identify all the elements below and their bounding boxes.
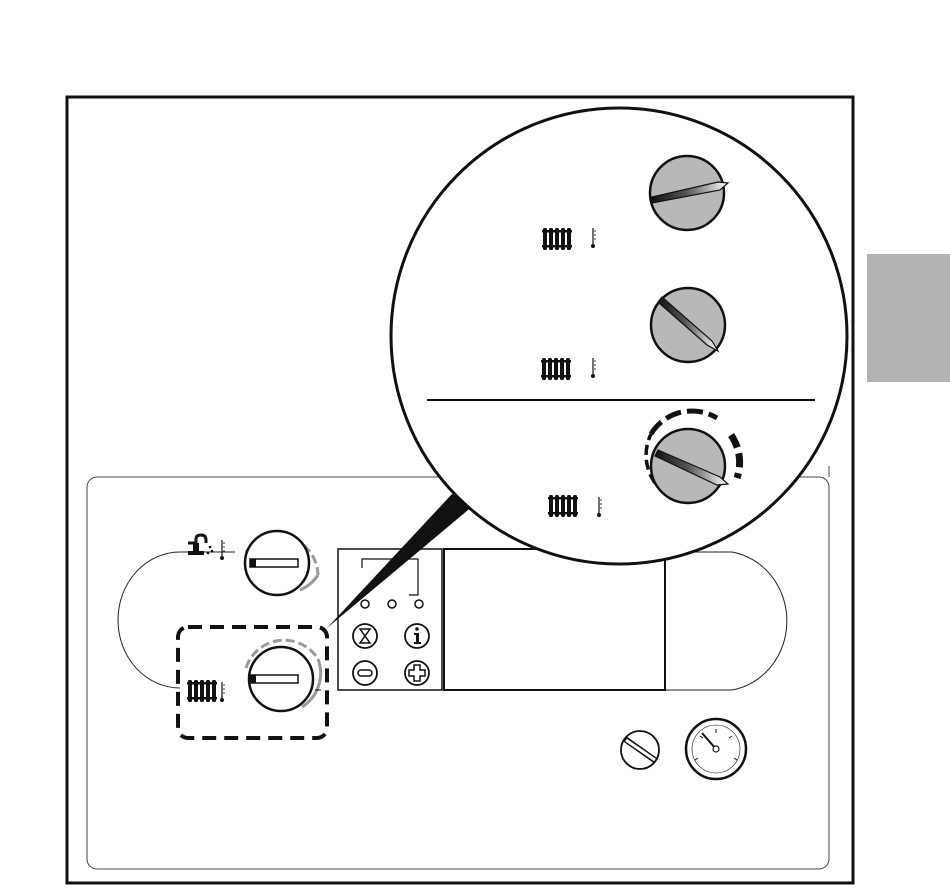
zoom-circle: [391, 108, 847, 564]
zoom-middle-knob: [651, 288, 725, 362]
small-knob: [621, 731, 659, 769]
info-button[interactable]: [405, 624, 429, 648]
heating-knob[interactable]: [246, 640, 321, 711]
reset-button[interactable]: [353, 624, 377, 648]
minus-icon: [358, 670, 372, 676]
plus-button[interactable]: [405, 661, 429, 685]
led-2: [388, 600, 396, 608]
minus-button[interactable]: [353, 661, 377, 685]
blank-panel: [444, 549, 665, 690]
radiator-icon: [548, 495, 578, 517]
pressure-gauge-icon: [686, 719, 746, 779]
led-3: [415, 600, 423, 608]
radiator-icon: [187, 680, 217, 702]
led-1: [361, 600, 369, 608]
radiator-icon: [542, 228, 572, 250]
radiator-icon: [541, 358, 571, 380]
